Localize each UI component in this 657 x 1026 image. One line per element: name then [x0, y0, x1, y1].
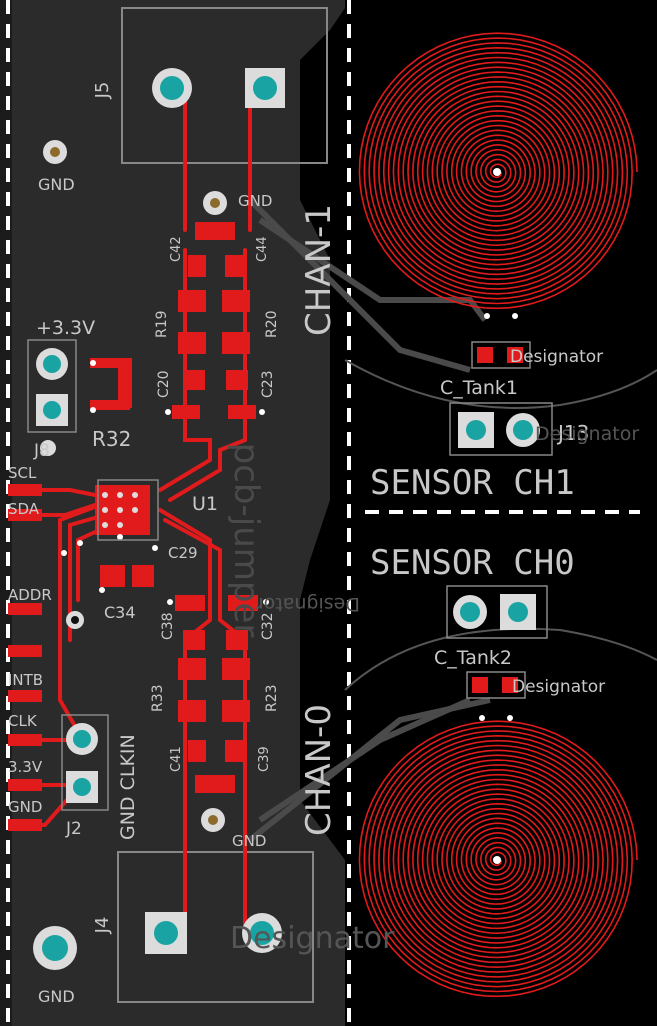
- designator-label-5: Designator: [230, 921, 395, 956]
- silk-outlines: [27, 339, 553, 811]
- coil-ch1-spiral: [358, 32, 638, 310]
- gnd-label-bottom-left: GND: [38, 987, 75, 1006]
- sda-label: SDA: [8, 500, 40, 518]
- coil-ch0-spiral-center-via: [493, 856, 501, 864]
- c39-label: C39: [257, 746, 272, 772]
- u1-vias: [102, 492, 138, 528]
- edge-pins: [8, 484, 42, 831]
- connector-j5-outline: [121, 7, 328, 164]
- gnd-j2-label: GND: [8, 798, 42, 816]
- designator-label-2: Designator: [535, 423, 639, 445]
- c32-label: C32: [260, 612, 276, 640]
- c41-label: C41: [169, 746, 184, 772]
- plus-3v3-label: +3.3V: [36, 317, 95, 339]
- r33-label: R33: [150, 684, 166, 712]
- sensor-ch0-label: SENSOR CH0: [370, 543, 575, 583]
- r20-label: R20: [264, 310, 280, 338]
- coil-ch1: [358, 32, 638, 310]
- through-hole-pads: [33, 68, 540, 970]
- chan1-label: CHAN-1: [299, 204, 339, 336]
- r23-label: R23: [264, 684, 280, 712]
- gnd-vias: [40, 140, 227, 832]
- chan0-label: CHAN-0: [299, 704, 339, 836]
- addr-label: ADDR: [8, 586, 52, 604]
- c20-label: C20: [156, 370, 172, 398]
- connector-j4-outline: [117, 851, 314, 1003]
- gray-traces: [247, 197, 491, 843]
- clk-label: CLK: [8, 712, 38, 730]
- j13-label: J13: [556, 421, 589, 445]
- designator-label-3: Designator: [512, 677, 605, 697]
- silkscreen-text: GND GND +3.3V J8 R32 SCL SDA ADDR INTB C…: [8, 175, 639, 1006]
- three-v3-label: 3.3V: [8, 758, 43, 776]
- c29-label: C29: [168, 544, 198, 562]
- smd-pads: [90, 222, 523, 793]
- designator-label-1: Designator: [510, 347, 603, 367]
- connector-j4-label: J4: [92, 917, 113, 935]
- r32-label: R32: [92, 427, 131, 451]
- c44-label: C44: [255, 236, 270, 262]
- c-tank2-label: C_Tank2: [434, 647, 512, 669]
- sensor-ch1-label: SENSOR CH1: [370, 463, 575, 503]
- designator-label-4: Designator: [256, 593, 360, 615]
- connector-j5-label: J5: [92, 82, 113, 100]
- sensor-area-outline-top: [344, 359, 657, 409]
- coil-ch0-spiral: [358, 720, 638, 998]
- c-tank1-label: C_Tank1: [440, 377, 518, 399]
- u1-label: U1: [192, 493, 218, 515]
- gnd-label-bottom-mid: GND: [232, 832, 266, 850]
- c34-label: C34: [104, 603, 136, 622]
- c23-label: C23: [260, 370, 276, 398]
- intb-label: INTB: [8, 671, 43, 689]
- coil-ch1-spiral-center-via: [493, 168, 501, 176]
- j2-label: J2: [65, 819, 82, 839]
- gnd-label-top-mid: GND: [238, 192, 272, 210]
- small-vias: [61, 313, 518, 721]
- coil-ch0: [358, 720, 638, 998]
- pcb-jumper-label: pcb-jumper: [226, 443, 266, 638]
- c42-label: C42: [169, 236, 184, 262]
- c38-label: C38: [160, 612, 176, 640]
- r19-label: R19: [154, 310, 170, 338]
- j8-label: J8: [33, 441, 50, 461]
- gnd-clkin-label: GND CLKIN: [117, 734, 139, 840]
- scl-label: SCL: [8, 464, 37, 482]
- gnd-label-top-left: GND: [38, 175, 75, 194]
- board-region: [12, 0, 345, 1026]
